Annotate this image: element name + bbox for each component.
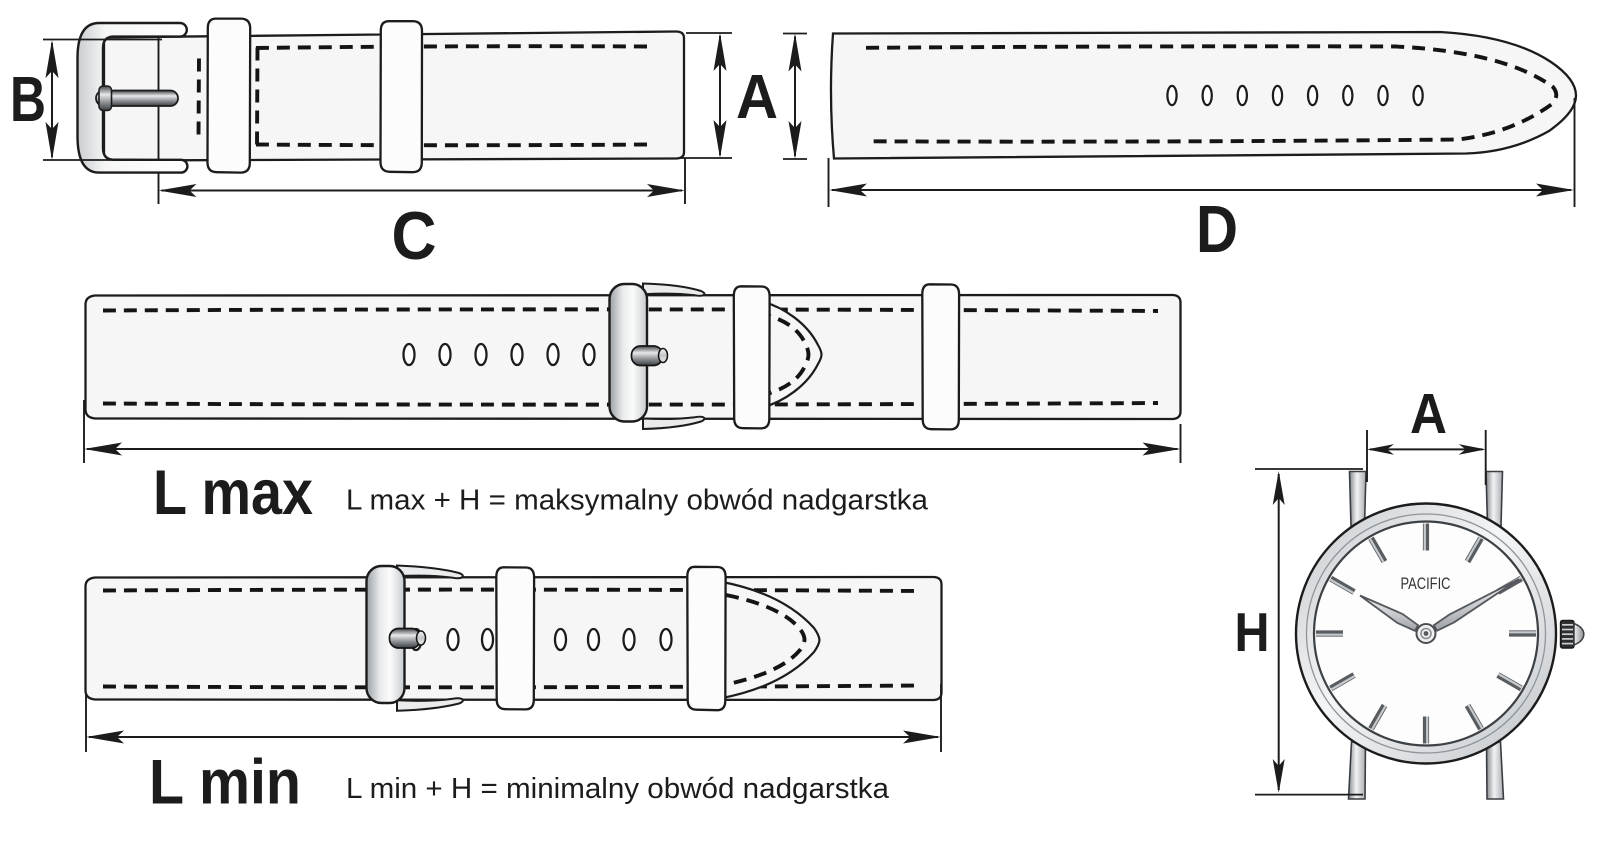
svg-text:B: B: [10, 63, 46, 135]
svg-text:L min: L min: [149, 748, 301, 818]
svg-text:A: A: [736, 63, 778, 132]
svg-text:L min + H = minimalny obwód n: L min + H = minimalny obwód nadgarstka: [346, 773, 890, 805]
svg-text:C: C: [392, 198, 437, 274]
svg-text:H: H: [1235, 601, 1270, 663]
svg-text:L max + H = maksymalny obwód: L max + H = maksymalny obwód nadgarstka: [346, 485, 929, 517]
svg-text:L max: L max: [153, 458, 313, 528]
svg-text:PACIFIC: PACIFIC: [1401, 574, 1451, 593]
svg-text:A: A: [1410, 382, 1447, 446]
svg-text:D: D: [1196, 192, 1238, 267]
